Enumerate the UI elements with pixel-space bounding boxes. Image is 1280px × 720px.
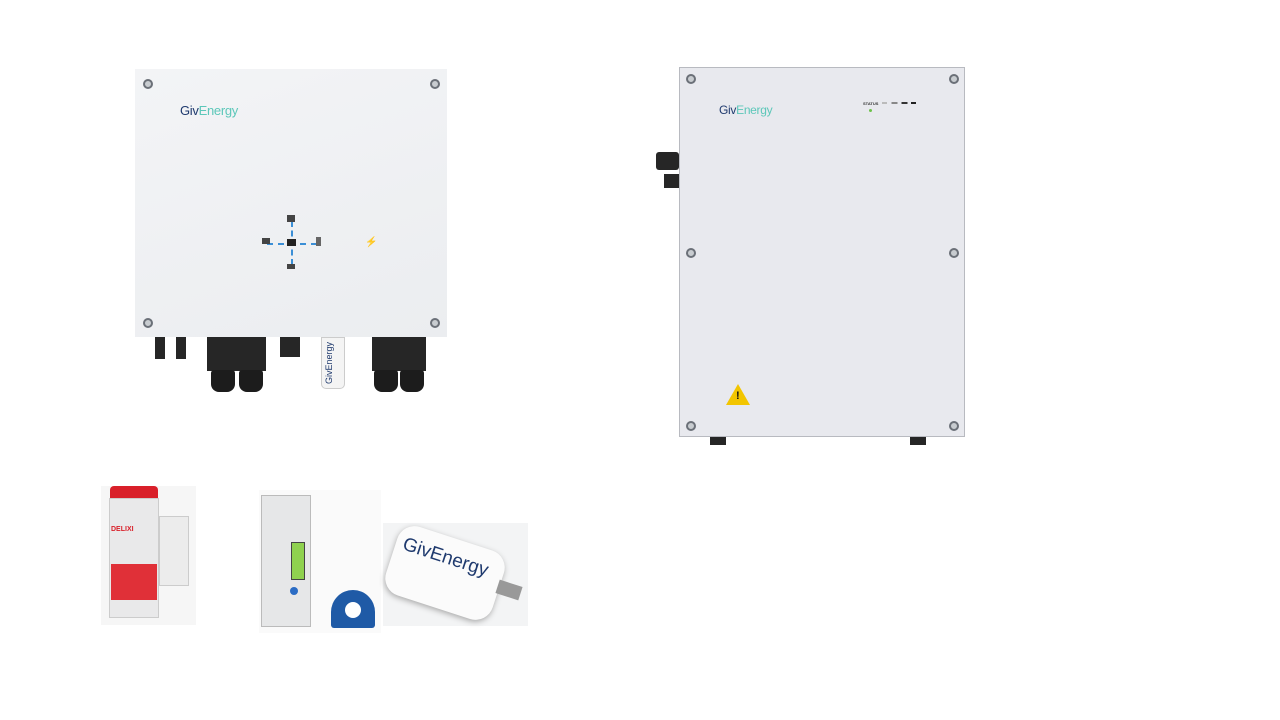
battery-unit: GivEnergy STATUS ! — [679, 67, 965, 437]
brand-logo: GivEnergy — [180, 103, 238, 118]
screw-icon — [949, 74, 959, 84]
battery-foot — [710, 437, 726, 445]
screw-icon — [686, 248, 696, 258]
logo-energy: Energy — [198, 103, 239, 118]
screw-icon — [430, 318, 440, 328]
logo-energy: Energy — [736, 103, 773, 117]
house-icon — [287, 215, 295, 222]
logo-giv: Giv — [719, 103, 737, 117]
soc-indicators — [882, 102, 916, 104]
battery-foot — [910, 437, 926, 445]
battery-connector — [656, 152, 679, 170]
circuit-breaker: DELIXI — [101, 486, 196, 625]
status-label: STATUS — [863, 101, 879, 106]
solar-panel-icon — [262, 238, 270, 244]
lightning-icon: ⚡ — [365, 237, 378, 248]
meter-display — [291, 542, 305, 580]
screw-icon — [143, 318, 153, 328]
usb-plug — [495, 579, 523, 601]
screw-icon — [949, 421, 959, 431]
inverter-unit: GivEnergy ⚡ — [135, 69, 447, 337]
status-led — [869, 109, 872, 112]
warning-triangle-icon — [726, 384, 750, 405]
meter-button — [290, 587, 298, 595]
wifi-dongle: GivEnergy — [321, 337, 345, 389]
warning-mark: ! — [736, 390, 740, 402]
screw-icon — [686, 421, 696, 431]
battery-connector — [664, 174, 679, 188]
battery-icon — [287, 264, 295, 269]
breaker-brand-label: DELIXI — [111, 526, 134, 533]
grid-pylon-icon — [316, 237, 321, 246]
screw-icon — [949, 248, 959, 258]
dongle-logo: GivEnergy — [324, 341, 335, 385]
usb-dongle: GivEnergy — [380, 521, 528, 626]
screw-icon — [686, 74, 696, 84]
screw-icon — [143, 79, 153, 89]
energy-meter — [259, 490, 381, 633]
screw-icon — [430, 79, 440, 89]
brand-logo: GivEnergy — [719, 103, 773, 117]
logo-giv: Giv — [180, 103, 199, 118]
